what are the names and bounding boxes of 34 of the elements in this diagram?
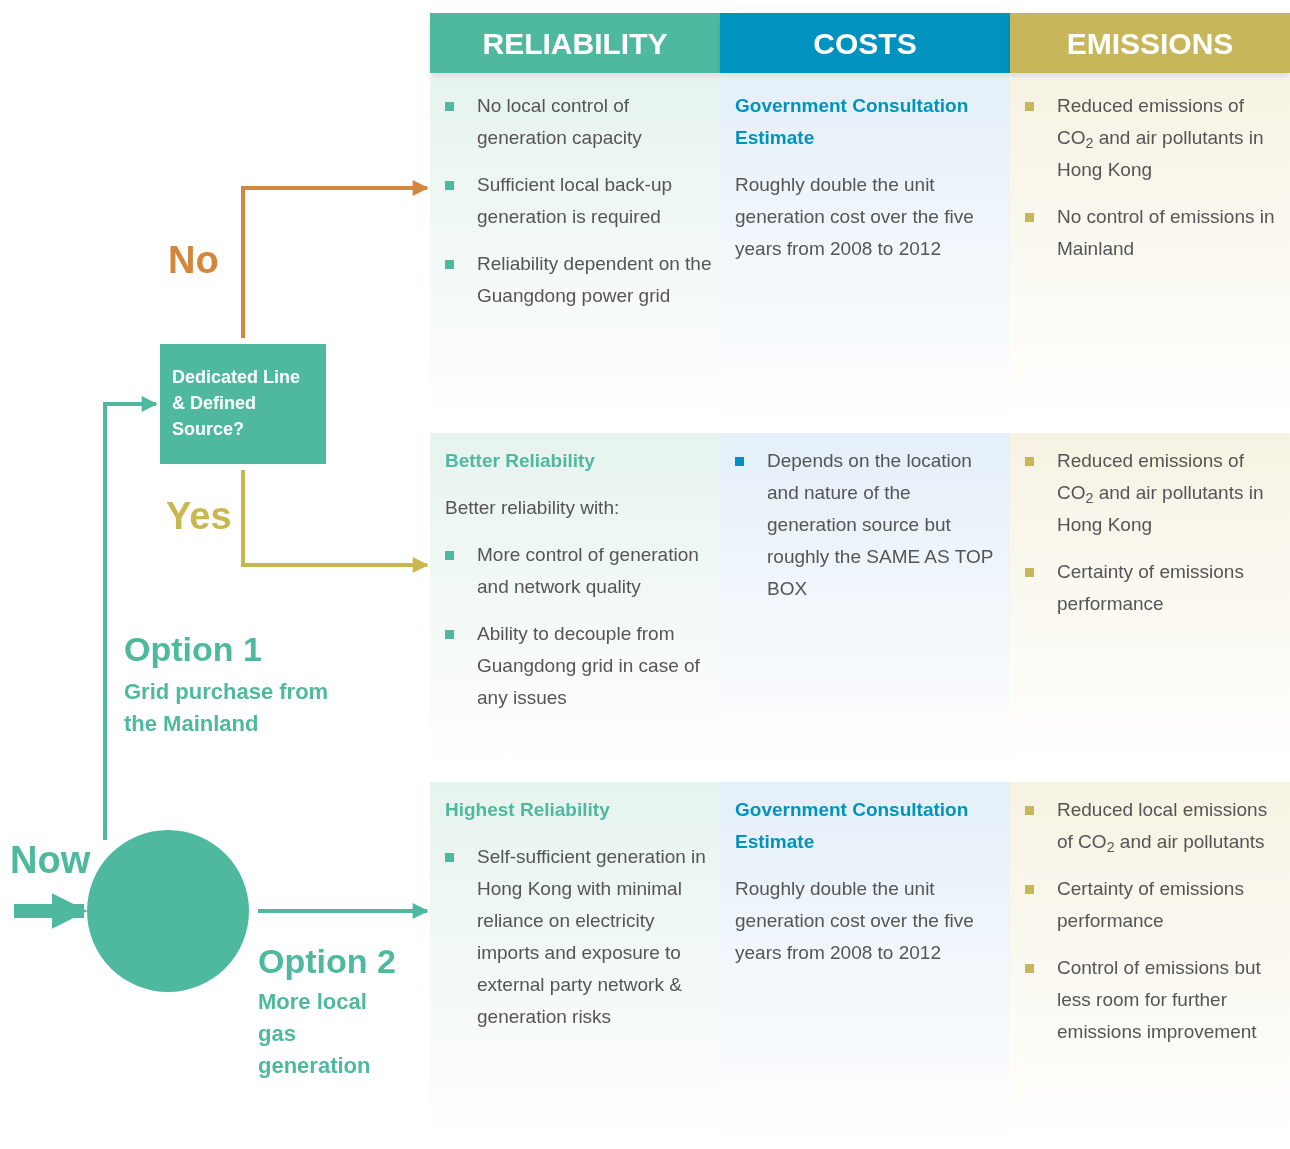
column-header: COSTS	[720, 13, 1010, 73]
decision-box: Dedicated Line & Defined Source?	[160, 344, 326, 464]
cell-heading: Better Reliability	[445, 449, 596, 473]
bullet-text: Sufficient local back-up generation is required	[477, 173, 674, 229]
bullet-text: No local control of generation capacity	[477, 94, 643, 150]
option-title: Option 2	[258, 941, 396, 982]
bullet-text: Certainty of emissions performance	[1057, 560, 1245, 616]
column-header: EMISSIONS	[1010, 13, 1290, 73]
cell-text: Roughly double the unit generation cost over the five years from 2008 to 2012	[735, 173, 975, 261]
bullet-text: Reliability dependent on the Guangdong power grid	[477, 252, 712, 308]
bullet-text: Certainty of emissions performance	[1057, 877, 1245, 933]
arrow	[14, 893, 88, 929]
cell-text: Roughly double the unit generation cost over the five years from 2008 to 2012	[735, 877, 975, 965]
arrow	[241, 470, 429, 573]
arrow	[258, 903, 429, 919]
cell-heading: Government Consultation Estimate	[735, 798, 970, 854]
cell-heading: Government Consultation Estimate	[735, 94, 970, 150]
bullet-text: Reduced local emissions of CO$_{2}$ and air pollutants	[1057, 798, 1269, 857]
cell-text: Better reliability with:	[445, 496, 621, 520]
arrow	[103, 396, 158, 840]
bullet-text: Control of emissions but less room for further emissions improvement	[1057, 956, 1262, 1044]
arrow	[241, 180, 429, 338]
bullet-text: Depends on the location and nature of the generation source but roughly the SAME AS TOP BOX	[767, 449, 994, 601]
bullet-text: More control of generation and network quality	[477, 543, 700, 599]
bullet-text: Reduced emissions of CO$_{2}$ and air pollutants in Hong Kong	[1057, 449, 1265, 537]
bullet-text: Ability to decouple from Guangdong grid in case of any issues	[477, 622, 701, 710]
bullet-text: Reduced emissions of CO$_{2}$ and air pollutants in Hong Kong	[1057, 94, 1265, 182]
option-description: Grid purchase from the Mainland	[124, 678, 330, 738]
option-title: Option 1	[124, 629, 262, 670]
bullet-text: No control of emissions in Mainland	[1057, 205, 1276, 261]
column-header: RELIABILITY	[430, 13, 720, 73]
cell-heading: Highest Reliability	[445, 798, 611, 822]
bullet-text: Self-sufficient generation in Hong Kong with minimal reliance on electricity imports and exposure to external party network & generation risks	[477, 845, 707, 1029]
option-description: More local gas generation	[258, 988, 372, 1080]
